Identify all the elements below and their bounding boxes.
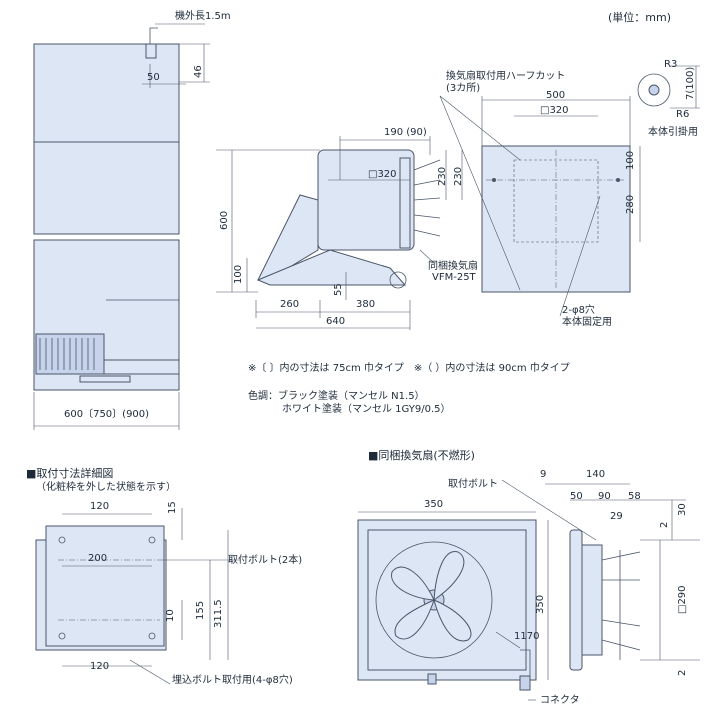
fan-dim-2b: 2 <box>677 669 688 676</box>
detail-dim-100: 7(100) <box>685 66 696 100</box>
mount-dim-155: 155 <box>195 600 206 620</box>
front-view <box>33 23 210 430</box>
mount-title: ■取付寸法詳細図 <box>26 467 114 480</box>
side-dim-100: 100 <box>233 264 244 284</box>
holes-purpose: 本体固定用 <box>562 317 612 328</box>
dim-50: 50 <box>147 72 160 83</box>
mount-embed-label: 埋込ボルト取付用(4-φ8穴) <box>172 675 293 686</box>
fan-dim-29: 29 <box>610 511 623 522</box>
mount-bolt-label: 取付ボルト(2本) <box>228 555 303 566</box>
fan-dim-350-w: 350 <box>424 499 444 510</box>
cord-length-label: 機外長1.5m <box>175 11 231 22</box>
dim-46: 46 <box>193 65 204 78</box>
fan-dim-50: 50 <box>570 491 583 502</box>
back-view <box>439 65 700 317</box>
fan-dim-140: 140 <box>586 469 606 480</box>
back-dim-100: 100 <box>625 150 636 170</box>
fan-dim-1170: 1170 <box>514 631 540 642</box>
fan-dim-350-h: 350 <box>535 594 546 614</box>
halfcut-label: 換気扇取付用ハーフカット <box>446 71 566 82</box>
side-dim-55: 55 <box>333 283 344 296</box>
side-dim-190-90: 190 (90) <box>384 127 427 138</box>
back-dim-500: 500 <box>546 90 566 101</box>
mount-dim-10: 10 <box>165 609 176 622</box>
mount-dim-120-bot: 120 <box>90 661 110 672</box>
fan-bolt-label: 取付ボルト <box>448 479 498 490</box>
fan-dim-30: 30 <box>677 503 688 516</box>
side-dim-260: 260 <box>280 299 300 310</box>
side-dim-600: 600 <box>219 210 230 230</box>
unit-label: (単位：mm) <box>608 11 672 24</box>
back-dim-280: 280 <box>625 194 636 214</box>
side-dim-230a: 230 <box>437 166 448 186</box>
fan-dim-290: □290 <box>677 585 688 614</box>
side-dim-230b: 230 <box>453 166 464 186</box>
mount-subtitle: （化粧枠を外した状態を示す） <box>36 482 176 493</box>
fan-dim-9: 9 <box>540 469 547 480</box>
detail-r3: R3 <box>664 59 678 70</box>
fan-title: ■同梱換気扇(不燃形) <box>368 449 475 462</box>
front-width-dim: 600〔750〕(900) <box>64 409 150 420</box>
mount-view <box>35 508 240 685</box>
mount-dim-200: 200 <box>88 553 108 564</box>
side-dim-320: □320 <box>368 169 397 180</box>
color-note: 色調：ブラック塗装（マンセル N1.5） <box>248 391 425 402</box>
fan-view <box>357 479 700 701</box>
mount-dim-3115: 311.5 <box>213 599 224 628</box>
detail-caption: 本体引掛用 <box>648 127 698 138</box>
fan-dim-2a: 2 <box>659 521 670 528</box>
mount-dim-120-top: 120 <box>90 501 110 512</box>
mount-dim-15: 15 <box>167 501 178 514</box>
halfcut-count: (3カ所) <box>446 83 481 94</box>
color-note-white: ホワイト塗装（マンセル 1GY9/0.5） <box>282 404 451 415</box>
fan-label-1: 同梱換気扇 <box>428 261 478 272</box>
holes-label: 2-φ8穴 <box>562 305 595 316</box>
side-view <box>216 136 463 330</box>
side-dim-640: 640 <box>326 316 346 327</box>
back-dim-320: □320 <box>540 105 569 116</box>
size-note: ※〔 〕内の寸法は 75cm 巾タイプ ※（ ）内の寸法は 90cm 巾タイプ <box>248 363 570 374</box>
detail-r6: R6 <box>676 109 690 120</box>
fan-connector-label: コネクタ <box>540 695 580 706</box>
fan-dim-90: 90 <box>598 491 611 502</box>
fan-dim-58: 58 <box>628 491 641 502</box>
fan-label-2: VFM-25T <box>432 272 476 283</box>
side-dim-380: 380 <box>356 299 376 310</box>
